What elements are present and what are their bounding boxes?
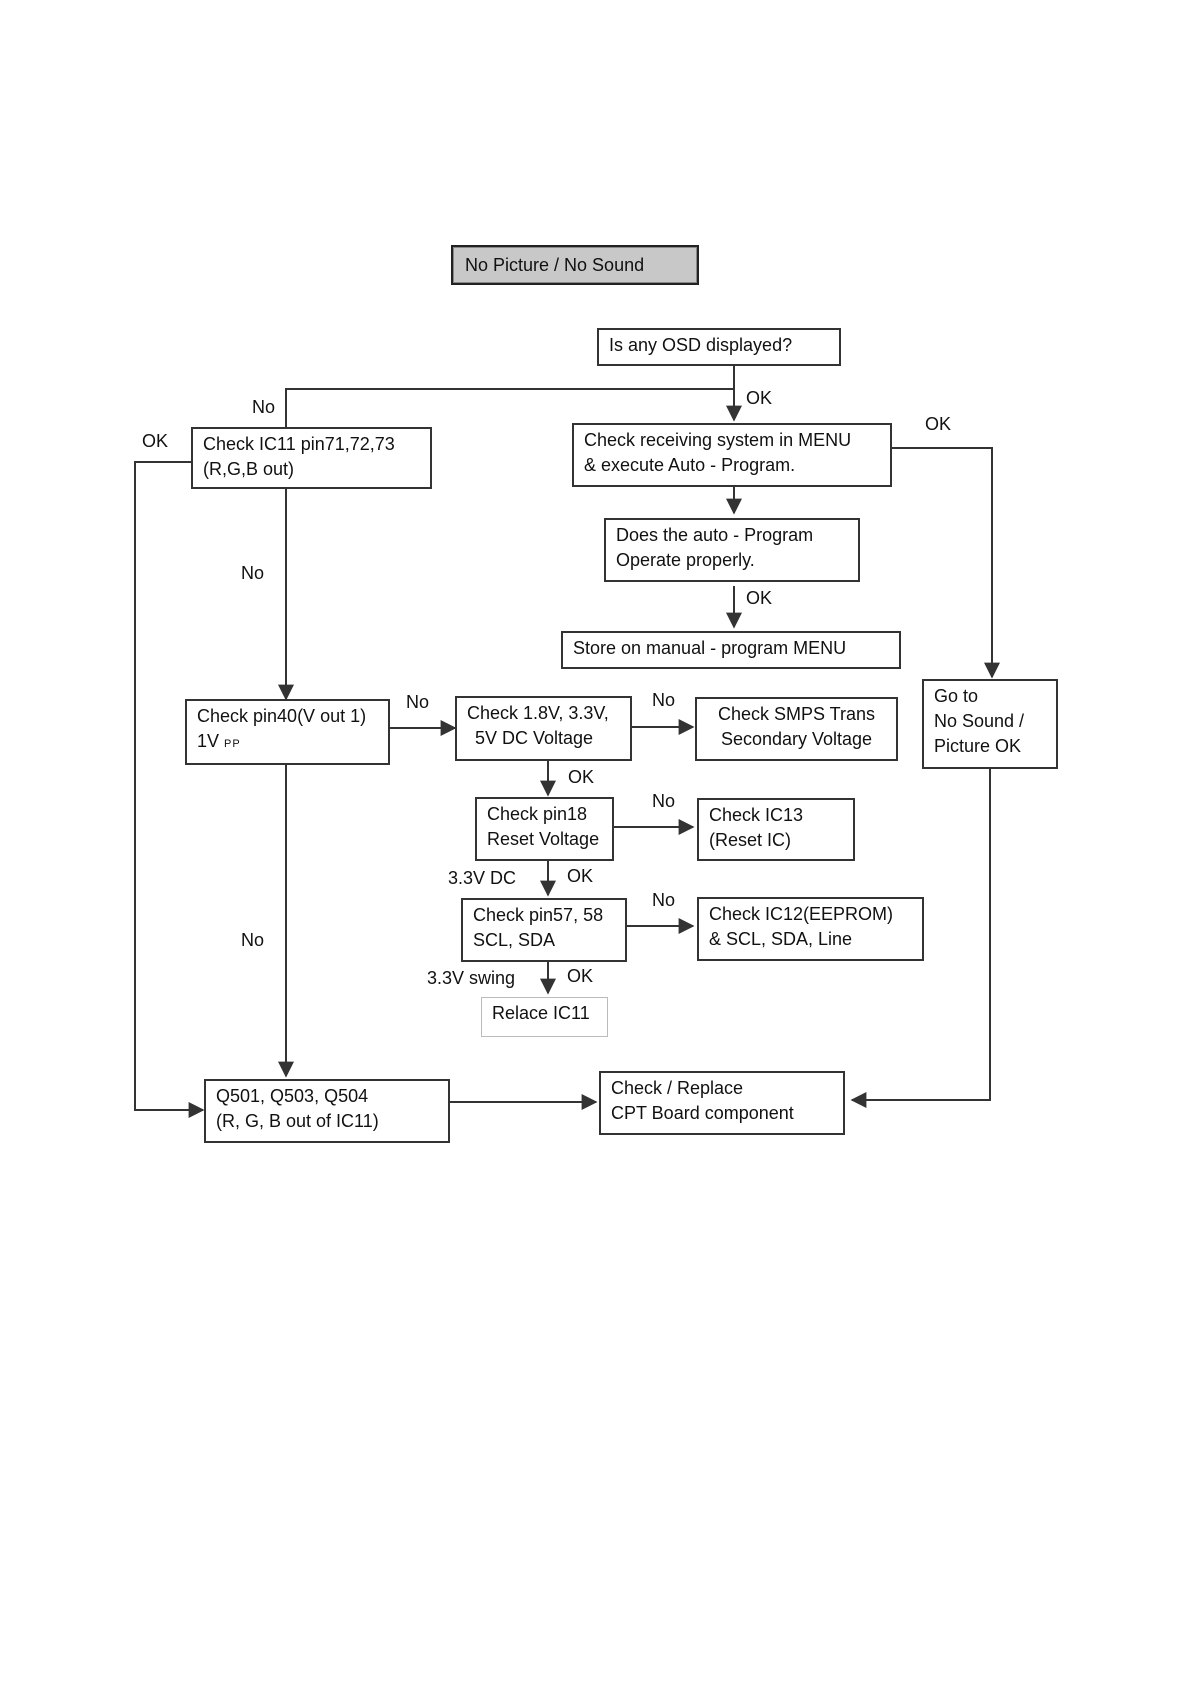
node-check-cpt-board-line2: CPT Board component <box>611 1103 794 1123</box>
node-check-cpt-board-line1: Check / Replace <box>611 1078 744 1098</box>
node-check-ic12-line1: Check IC12(EEPROM) <box>709 904 894 924</box>
node-check-ic11-rgb-line2: (R,G,B out) <box>203 459 295 479</box>
node-check-receiving-line2: & execute Auto - Program. <box>584 455 796 475</box>
node-auto-program-line1: Does the auto - Program <box>616 525 814 545</box>
edge-label-pin40-no-down: No <box>241 930 265 950</box>
node-check-dc-voltage-line2: 5V DC Voltage <box>475 728 594 748</box>
edge-label-pin18-no: No <box>652 791 676 811</box>
node-check-ic11-rgb-line1: Check IC11 pin71,72,73 <box>203 434 395 454</box>
edge-label-pin57-value: 3.3V swing <box>427 968 516 988</box>
edge-receiving-ok-to-goto <box>891 447 1000 679</box>
node-auto-program-line2: Operate properly. <box>616 550 755 570</box>
pin40-voltage: 1V <box>197 731 220 751</box>
node-check-ic11-rgb: Check IC11 pin71,72,73 (R,G,B out) <box>191 427 432 489</box>
edge-label-receiving-ok: OK <box>925 414 952 434</box>
node-check-smps: Check SMPS Trans Secondary Voltage <box>695 697 898 761</box>
node-check-smps-line2: Secondary Voltage <box>720 729 873 749</box>
node-auto-program: Does the auto - Program Operate properly… <box>604 518 860 582</box>
edge-label-pin40-no-right: No <box>406 692 430 712</box>
node-goto-nosound-line2: No Sound / <box>934 711 1025 731</box>
node-check-receiving: Check receiving system in MENU & execute… <box>572 423 892 487</box>
edge-label-ic11-no: No <box>241 563 265 583</box>
node-replace-ic11: Relace IC11 <box>481 997 608 1037</box>
chart-title: No Picture / No Sound <box>451 245 699 285</box>
node-store-manual-text: Store on manual - program MENU <box>573 638 847 658</box>
node-check-pin18-line1: Check pin18 <box>487 804 588 824</box>
node-goto-nosound-line3: Picture OK <box>934 736 1022 756</box>
node-check-dc-voltage-line1: Check 1.8V, 3.3V, <box>467 703 609 723</box>
node-check-smps-line1: Check SMPS Trans <box>717 704 876 724</box>
node-check-receiving-line1: Check receiving system in MENU <box>584 430 852 450</box>
node-check-pin40-line1: Check pin40(V out 1) <box>197 706 367 726</box>
node-q501-line2: (R, G, B out of IC11) <box>216 1111 379 1131</box>
node-check-ic13-line1: Check IC13 <box>709 805 804 825</box>
node-osd-displayed: Is any OSD displayed? <box>597 328 841 366</box>
edge-label-pin18-ok: OK <box>567 866 594 886</box>
node-check-ic12-line2: & SCL, SDA, Line <box>709 929 853 949</box>
edge-label-ic11-ok: OK <box>142 431 169 451</box>
pin40-voltage-unit: PP <box>224 738 241 750</box>
node-check-pin57-line1: Check pin57, 58 <box>473 905 604 925</box>
node-check-pin18: Check pin18 Reset Voltage <box>475 797 614 861</box>
node-check-ic13-line2: (Reset IC) <box>709 830 792 850</box>
node-check-pin18-line2: Reset Voltage <box>487 829 600 849</box>
edge-label-pin57-ok: OK <box>567 966 594 986</box>
node-goto-nosound-line1: Go to <box>934 686 979 706</box>
node-check-pin57-line2: SCL, SDA <box>473 930 556 950</box>
node-check-pin40: Check pin40(V out 1) 1V PP <box>185 699 390 765</box>
edge-osd-no-to-ic11 <box>285 388 734 427</box>
node-check-dc-voltage: Check 1.8V, 3.3V, 5V DC Voltage <box>455 696 632 761</box>
edge-label-auto-ok: OK <box>746 588 773 608</box>
edge-label-dc-no: No <box>652 690 676 710</box>
edge-label-dc-ok: OK <box>568 767 595 787</box>
edge-label-pin57-no: No <box>652 890 676 910</box>
node-check-pin57: Check pin57, 58 SCL, SDA <box>461 898 627 962</box>
node-q501-q503-q504: Q501, Q503, Q504 (R, G, B out of IC11) <box>204 1079 450 1143</box>
node-goto-nosound: Go to No Sound / Picture OK <box>922 679 1058 769</box>
node-q501-line1: Q501, Q503, Q504 <box>216 1086 369 1106</box>
edge-label-osd-ok: OK <box>746 388 773 408</box>
edge-goto-to-cpt <box>850 768 991 1108</box>
edge-label-osd-no: No <box>252 397 276 417</box>
edge-label-pin18-value: 3.3V DC <box>448 868 517 888</box>
node-store-manual: Store on manual - program MENU <box>561 631 901 669</box>
node-osd-displayed-text: Is any OSD displayed? <box>609 335 793 355</box>
edge-ic11-ok-to-q501 <box>134 461 205 1118</box>
node-check-ic13: Check IC13 (Reset IC) <box>697 798 855 861</box>
node-replace-ic11-text: Relace IC11 <box>492 1003 590 1023</box>
node-check-pin40-line2: 1V PP <box>197 729 378 757</box>
node-check-cpt-board: Check / Replace CPT Board component <box>599 1071 845 1135</box>
node-check-ic12: Check IC12(EEPROM) & SCL, SDA, Line <box>697 897 924 961</box>
